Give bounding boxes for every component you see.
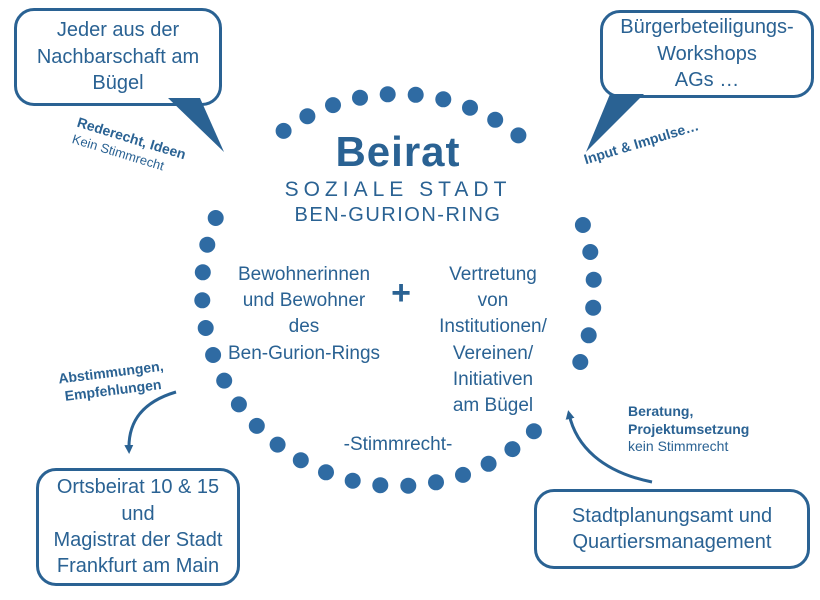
group-institutions: Vertretung von Institutionen/ Vereinen/ …: [439, 264, 547, 417]
voting-right-note: -Stimmrecht-: [343, 434, 453, 455]
bubble-workshops: Bürgerbeteiligungs- Workshops AGs …: [600, 10, 814, 98]
diagram-subtitle-ben-gurion-ring: BEN-GURION-RING: [294, 204, 502, 226]
note-beratung: Beratung, Projektumsetzung kein Stimmrec…: [628, 403, 749, 456]
bubble-neighbourhood: Jeder aus der Nachbarschaft am Bügel: [14, 8, 222, 106]
note-beratung-regular: kein Stimmrecht: [628, 438, 729, 454]
note-rederecht: Rederecht, Ideen Kein Stimmrecht: [70, 114, 187, 179]
box-stadtplanungsamt: Stadtplanungsamt und Quartiersmanagement: [534, 489, 810, 569]
plus-icon: +: [391, 274, 411, 312]
note-input-impulse: Input & Impulse…: [582, 117, 701, 168]
arrow-to-ortsbeirat: [124, 390, 177, 454]
note-beratung-bold: Beratung, Projektumsetzung: [628, 403, 750, 437]
group-residents: Bewohnerinnen und Bewohner des Ben-Gurio…: [227, 264, 381, 364]
diagram-subtitle-soziale-stadt: SOZIALE STADT: [284, 178, 512, 201]
note-abstimmungen: Abstimmungen, Empfehlungen: [57, 357, 165, 404]
box-ortsbeirat-magistrat: Ortsbeirat 10 & 15 und Magistrat der Sta…: [36, 468, 240, 586]
diagram-title: Beirat: [335, 128, 461, 175]
